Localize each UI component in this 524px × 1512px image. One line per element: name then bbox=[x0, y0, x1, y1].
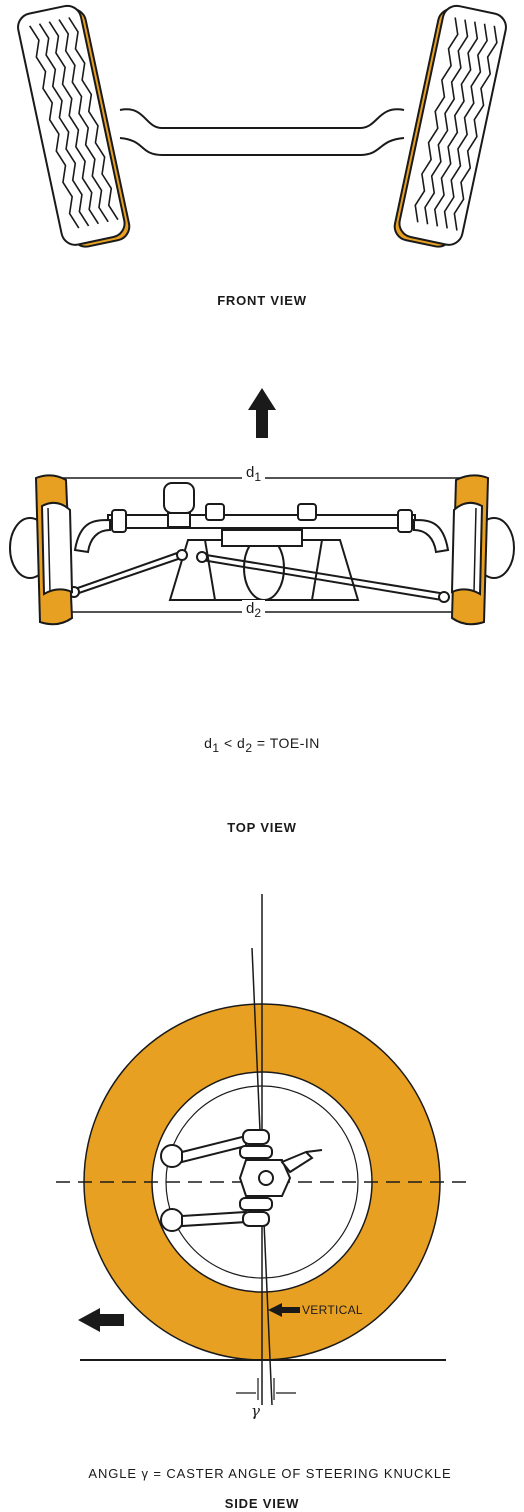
travel-direction-arrow bbox=[78, 1308, 124, 1332]
vertical-label: VERTICAL bbox=[302, 1303, 363, 1317]
d1-label: d1 bbox=[242, 464, 266, 484]
front-axle-top bbox=[9, 514, 515, 579]
top-left-wheel bbox=[34, 474, 74, 626]
front-axle-beam bbox=[119, 108, 405, 156]
top-view-diagram bbox=[9, 388, 515, 626]
forward-direction-arrow bbox=[248, 388, 276, 438]
side-view-diagram bbox=[56, 894, 468, 1406]
caster-angle-marks bbox=[236, 1378, 296, 1400]
front-left-wheel bbox=[17, 4, 131, 248]
caster-angle-description: ANGLE γ = CASTER ANGLE OF STEERING KNUCK… bbox=[88, 1466, 452, 1481]
vertical-pointer-arrow bbox=[268, 1303, 300, 1317]
gamma-label: γ bbox=[251, 1402, 260, 1420]
top-view-caption: TOP VIEW bbox=[227, 820, 297, 835]
front-view-caption: FRONT VIEW bbox=[217, 293, 307, 308]
steering-box bbox=[111, 482, 413, 533]
side-view-caption: SIDE VIEW bbox=[224, 1496, 300, 1511]
steering-knuckle bbox=[160, 1129, 323, 1232]
toe-in-formula: d1 < d2 = TOE-IN bbox=[204, 735, 320, 755]
d2-label: d2 bbox=[242, 600, 266, 620]
tie-rods bbox=[68, 549, 450, 603]
front-right-wheel bbox=[393, 4, 507, 248]
top-right-wheel bbox=[450, 474, 490, 626]
front-view-diagram bbox=[17, 4, 507, 248]
